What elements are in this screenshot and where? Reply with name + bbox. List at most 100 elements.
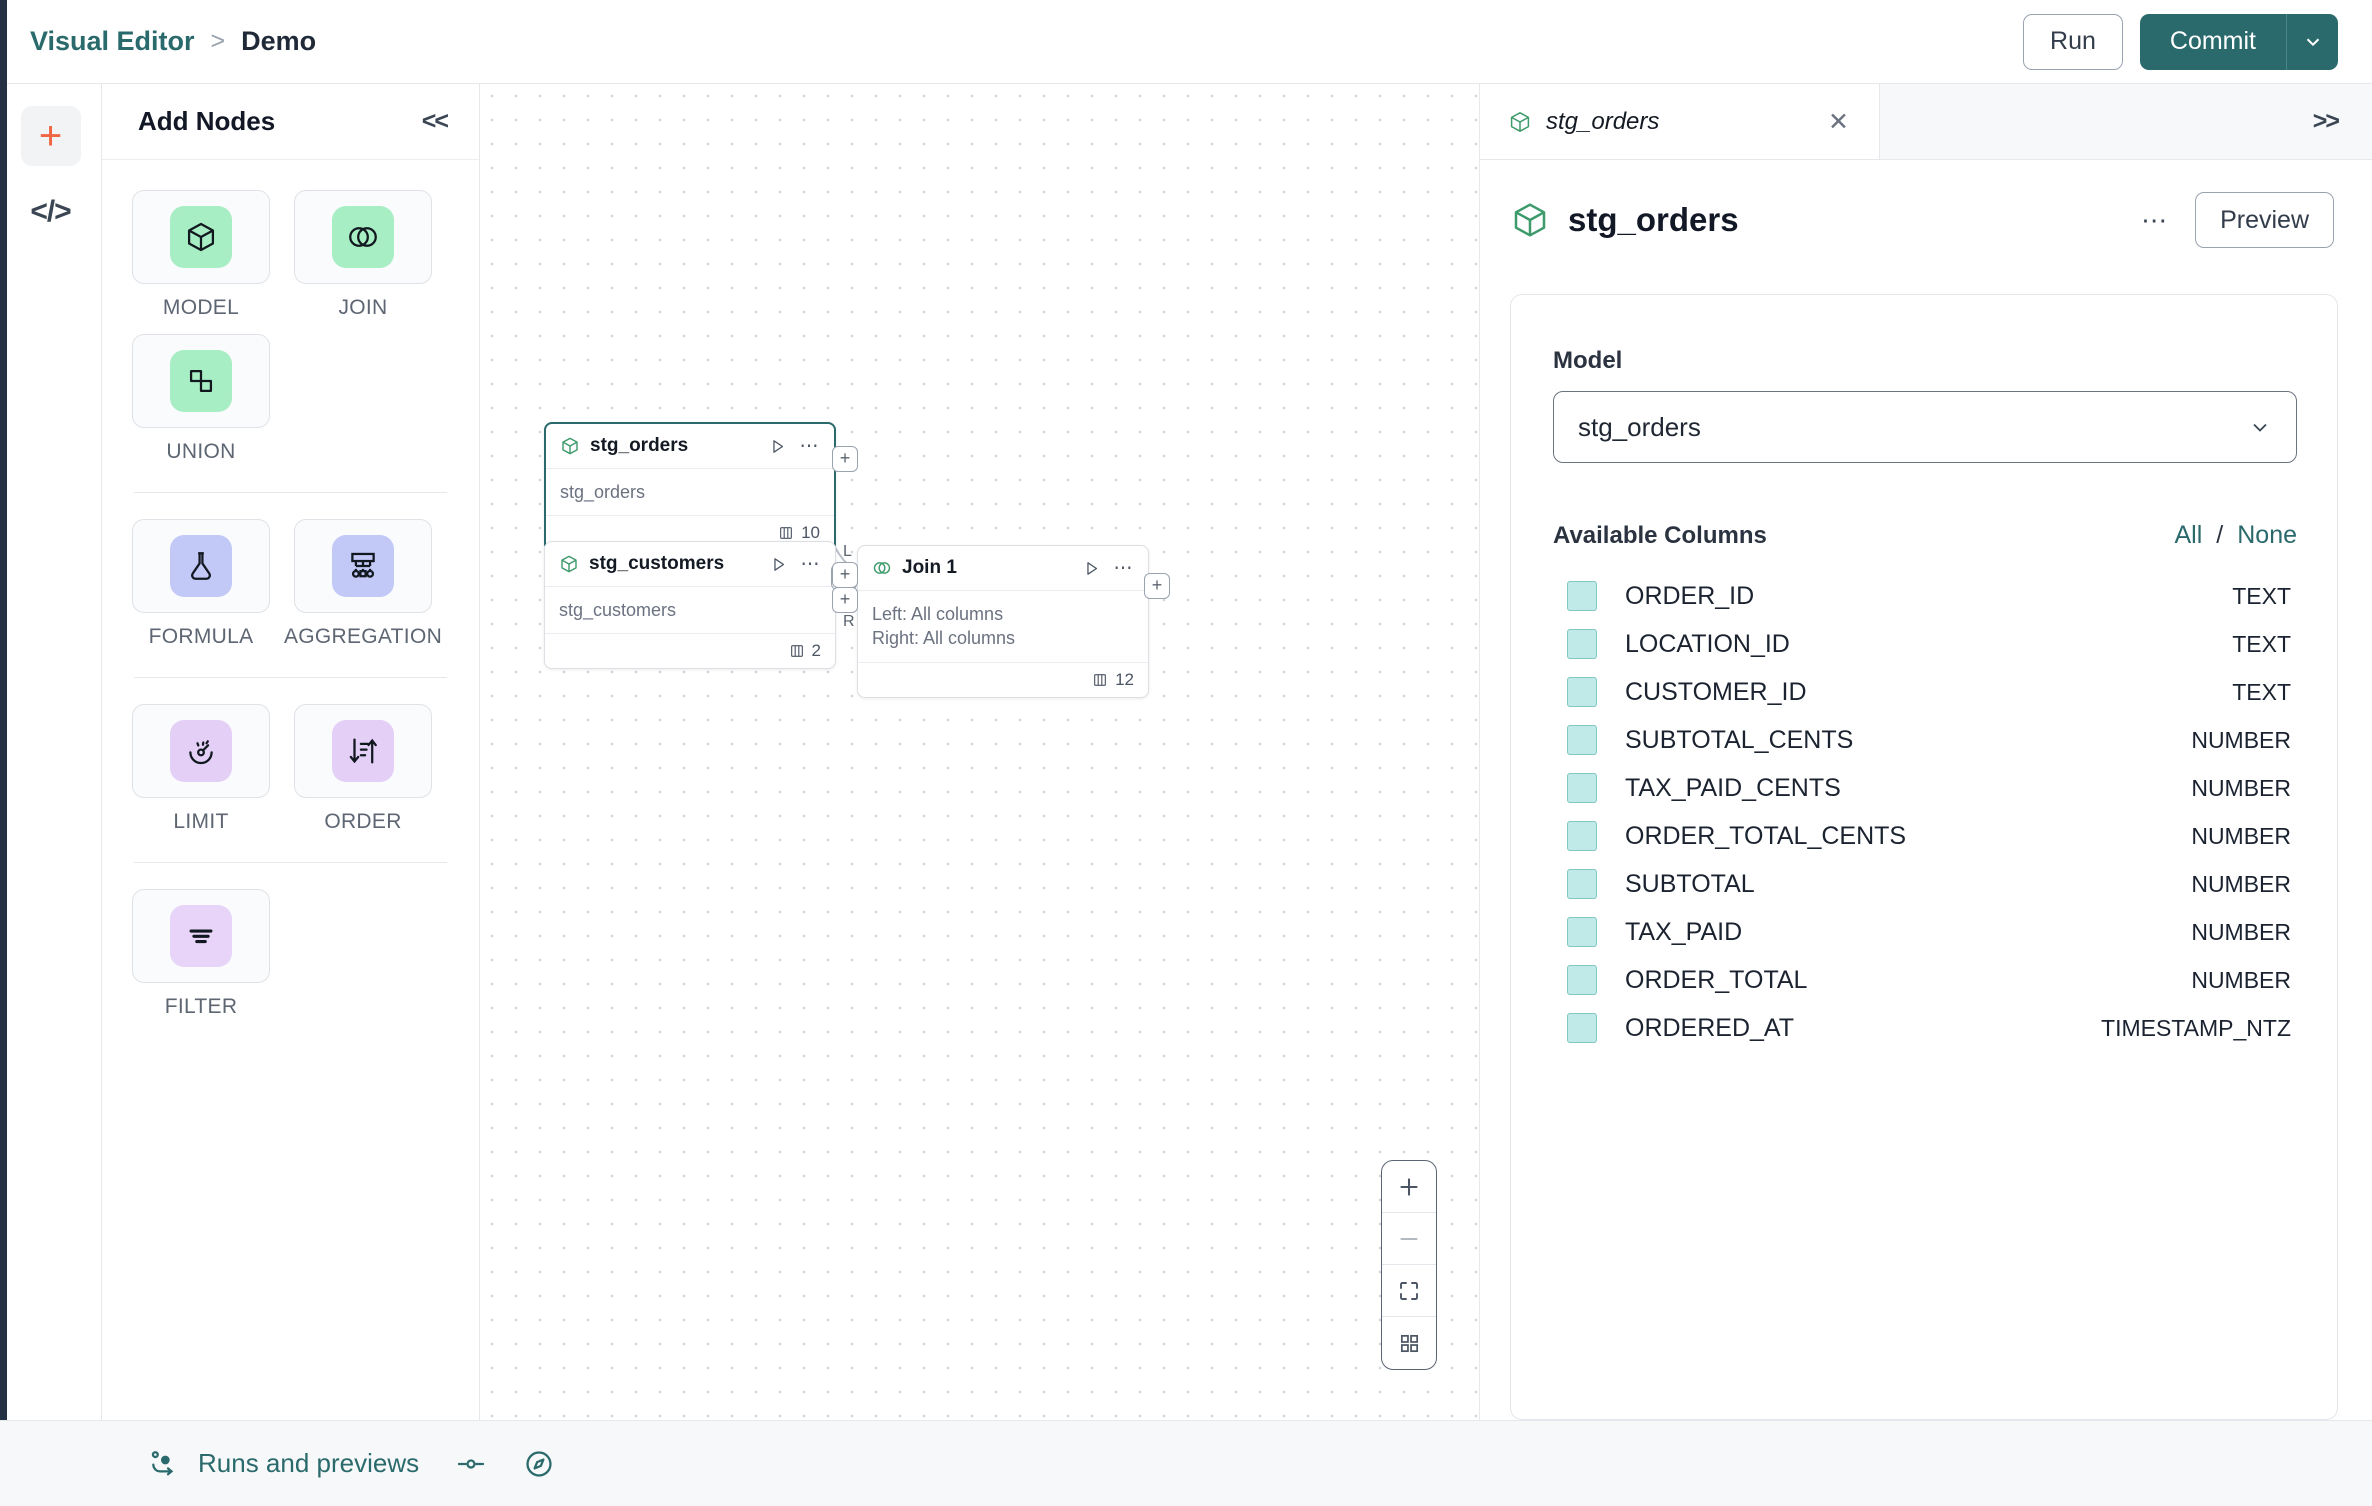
nodes-divider-3 [134,862,447,863]
order-chip [332,720,394,782]
input-port-label-right: R [843,613,855,630]
add-node-rail-button[interactable]: + [20,106,81,166]
filter-icon [189,929,213,944]
add-node-limit[interactable]: LIMIT [132,704,270,834]
tab-stg-orders[interactable]: stg_orders ✕ [1480,84,1880,159]
add-node-union[interactable]: UNION [132,334,270,464]
add-node-aggregation[interactable]: AGGREGATION [284,519,442,649]
input-port-right[interactable]: + [832,587,858,613]
compass-button[interactable] [523,1448,555,1480]
preview-button[interactable]: Preview [2195,192,2334,248]
model-select[interactable]: stg_orders [1553,391,2297,463]
node-group-filter: FILTER [132,889,449,1033]
input-port-label-left: L [843,543,852,560]
commit-dropdown-button[interactable] [2286,13,2338,70]
column-checkbox[interactable] [1567,917,1597,947]
column-checkbox[interactable] [1567,581,1597,611]
select-all-link[interactable]: All [2174,521,2203,549]
cube-icon [562,437,578,455]
add-node-order[interactable]: ORDER [294,704,432,834]
zoom-out-button[interactable] [1382,1213,1436,1265]
column-checkbox[interactable] [1567,629,1597,659]
column-checkbox[interactable] [1567,965,1597,995]
details-header-actions: ⋯ Preview [2141,192,2334,248]
column-row[interactable]: TAX_PAID_CENTS NUMBER [1553,764,2297,812]
ellipsis-icon[interactable]: ⋯ [2141,205,2170,235]
model-field-label: Model [1553,347,1623,374]
fit-view-button[interactable] [1382,1265,1436,1317]
commit-button[interactable]: Commit [2139,13,2286,70]
column-row[interactable]: ORDER_ID TEXT [1553,572,2297,620]
collapse-panel-icon[interactable]: << [421,107,449,135]
ellipsis-icon[interactable]: ⋯ [799,435,820,457]
model-tile [132,190,270,284]
column-name: CUSTOMER_ID [1625,677,1807,706]
add-node-filter[interactable]: FILTER [132,889,270,1019]
column-checkbox[interactable] [1567,1013,1597,1043]
flow-node-stg-customers[interactable]: stg_customers ⋯ stg_customers 2 + [544,541,857,670]
flow-node-stg-orders[interactable]: stg_orders ⋯ stg_orders 10 + [544,422,858,553]
play-icon[interactable] [769,438,786,455]
layout-button[interactable] [1382,1317,1436,1369]
column-type: NUMBER [2191,966,2291,993]
nodes-divider-1 [134,492,447,493]
column-name: TAX_PAID_CENTS [1625,773,1841,802]
add-node-join[interactable]: JOIN [294,190,432,320]
union-icon [189,369,213,393]
breadcrumb-demo[interactable]: Demo [241,26,317,56]
runs-and-previews-button[interactable]: Runs and previews [148,1448,419,1480]
formula-label: FORMULA [148,625,254,648]
play-icon[interactable] [1083,560,1100,577]
close-icon[interactable]: ✕ [1828,107,1849,136]
breadcrumb-visual-editor[interactable]: Visual Editor [30,26,195,56]
node-group-shaping: LIMIT ORDER [132,704,449,848]
flow-canvas[interactable]: stg_orders ⋯ stg_orders 10 + [480,84,1480,1420]
input-port-left[interactable]: + [832,562,858,588]
zoom-in-button[interactable] [1382,1161,1436,1213]
code-view-rail-button[interactable]: </> [21,182,81,242]
ellipsis-icon[interactable]: ⋯ [800,553,821,575]
play-icon[interactable] [770,556,787,573]
expand-panel-icon[interactable]: >> [2312,107,2340,135]
slider-toggle-button[interactable] [455,1448,487,1480]
columns-icon [780,527,792,540]
column-type: TEXT [2232,582,2291,609]
select-none-link[interactable]: None [2237,521,2297,549]
column-checkbox[interactable] [1567,677,1597,707]
ellipsis-icon[interactable]: ⋯ [1113,557,1134,579]
filter-tile [132,889,270,983]
column-checkbox[interactable] [1567,725,1597,755]
run-button[interactable]: Run [2023,13,2123,70]
add-node-model[interactable]: MODEL [132,190,270,320]
column-type: NUMBER [2191,774,2291,801]
add-node-formula[interactable]: FORMULA [132,519,270,649]
filter-label: FILTER [164,995,238,1018]
column-name: ORDER_ID [1625,581,1755,610]
flow-node-join-1[interactable]: Join 1 ⋯ Left: All columns Right: All co… [832,543,1170,698]
node-group-sources: MODEL JOIN [132,190,449,478]
output-port-join-1[interactable]: + [1144,573,1170,599]
column-name: ORDERED_AT [1625,1013,1795,1042]
limit-label: LIMIT [173,810,229,833]
column-checkbox[interactable] [1567,821,1597,851]
flow-node-footer: 10 [546,516,834,550]
available-columns-title: Available Columns [1553,521,1767,549]
formula-tile [132,519,270,613]
column-checkbox[interactable] [1567,773,1597,803]
window-left-edge [0,0,7,84]
available-columns-header: Available Columns All / None [1553,521,2297,550]
aggregation-icon [351,552,375,578]
flow-node-body-line-left: Left: All columns [872,604,1004,624]
column-checkbox[interactable] [1567,869,1597,899]
order-label: ORDER [324,810,402,833]
model-label: MODEL [162,296,240,319]
output-port-stg-orders[interactable]: + [832,446,858,472]
